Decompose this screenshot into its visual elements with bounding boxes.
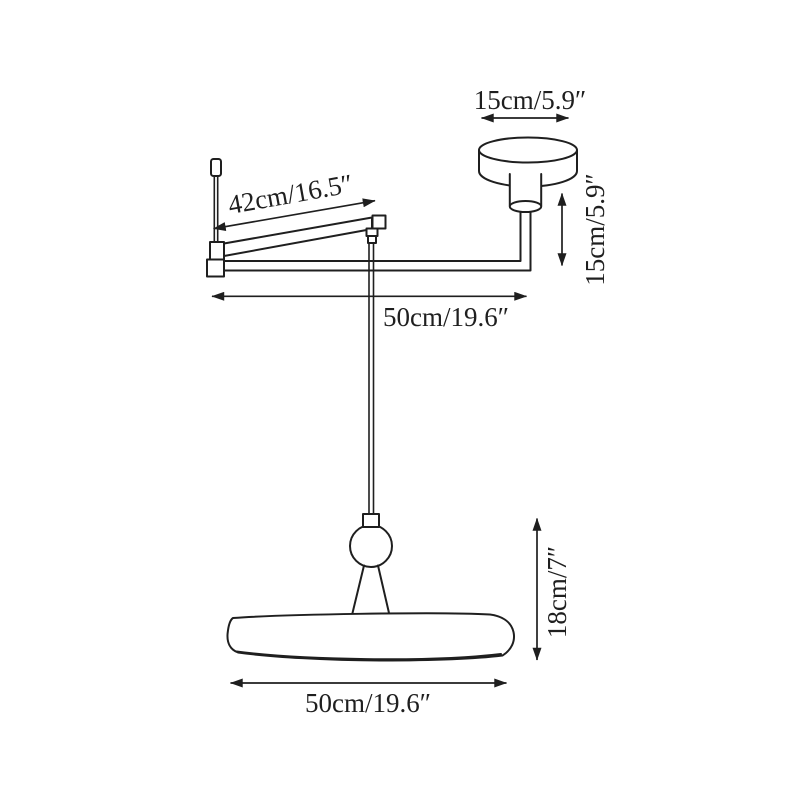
pivot-block-upper [209, 241, 225, 261]
lampshade-disc [226, 612, 515, 662]
stem-bottom [508, 200, 543, 213]
dim-swing-arm-arrow [212, 198, 376, 232]
dim-canopy-width-label: 15cm/5.9″ [474, 85, 586, 115]
dim-shade-diameter-label: 50cm/19.6″ [305, 688, 431, 718]
ball-joint [349, 513, 393, 614]
pivot-blocks [206, 241, 225, 278]
dim-arm-span: 50cm/19.6″ [211, 291, 528, 332]
shade-bottom-rim [235, 650, 502, 661]
swing-arm [223, 214, 387, 257]
support-rod-wire [213, 175, 219, 244]
shade-silhouette [226, 612, 515, 662]
cable-bracket-upper [365, 227, 379, 237]
horizontal-arm [222, 208, 532, 272]
canopy-top [478, 136, 578, 164]
support-rod [210, 158, 222, 244]
suspension-cable [368, 242, 375, 517]
ball [349, 524, 393, 568]
dim-shade-height: 18cm/7″ [532, 517, 572, 661]
cone-hanger [351, 564, 390, 614]
canopy-stem [508, 172, 543, 213]
cable-bracket-lower [367, 235, 377, 244]
cable-connector [362, 513, 380, 528]
dim-canopy-drop-label: 15cm/5.9″ [580, 173, 610, 285]
dim-canopy-drop-height: 15cm/5.9″ [557, 173, 610, 286]
swing-arm-end-cap [371, 214, 387, 230]
stem-walls [508, 173, 543, 207]
dim-swing-arm-length: 42cm/16.5″ [212, 168, 376, 232]
pivot-block-lower [206, 258, 225, 278]
dim-shade-height-label: 18cm/7″ [542, 546, 572, 638]
dim-shade-diameter: 50cm/19.6″ [229, 678, 508, 718]
dim-swing-arm-label: 42cm/16.5″ [226, 168, 355, 220]
dim-canopy-width: 15cm/5.9″ [474, 85, 586, 123]
dim-arm-span-label: 50cm/19.6″ [383, 302, 509, 332]
support-rod-cap [210, 158, 222, 177]
